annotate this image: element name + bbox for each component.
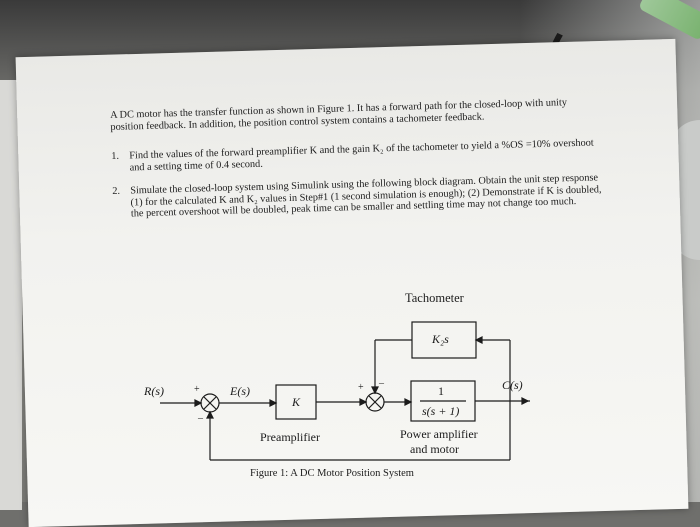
preamp-label: Preamplifier [260, 430, 320, 444]
plant-numerator: 1 [438, 384, 444, 398]
sum2-minus-sign: – [379, 378, 384, 389]
plant-label-line2: and motor [410, 442, 459, 456]
sum2-plus-sign: + [358, 382, 364, 393]
sum1-plus-sign: + [194, 384, 200, 395]
plant-label-line1: Power amplifier [400, 427, 478, 441]
sum1-minus-sign: – [198, 413, 203, 424]
figure-caption: Figure 1: A DC Motor Position System [250, 468, 414, 479]
plant-denominator: s(s + 1) [422, 404, 460, 418]
question-number: 1. [111, 150, 120, 162]
problem-text: A DC motor has the transfer function as … [110, 96, 603, 232]
question-text: Find the values of the forward preamplif… [129, 137, 594, 173]
preamp-block: K [292, 395, 301, 409]
paper-edge [0, 80, 22, 510]
question-1: 1. Find the values of the forward preamp… [111, 137, 601, 174]
tachometer-block: K₂s [432, 332, 449, 346]
error-label: E(s) [230, 384, 250, 398]
question-text: Simulate the closed-loop system using Si… [130, 172, 602, 220]
diagram-lines [160, 321, 530, 461]
output-label: C(s) [502, 378, 523, 392]
tachometer-label: Tachometer [405, 291, 464, 305]
question-number: 2. [112, 185, 121, 197]
question-2: 2. Simulate the closed-loop system using… [112, 172, 603, 220]
block-diagram: Tachometer K₂s R(s) + – E(s) K Preamplif… [130, 285, 530, 485]
input-label: R(s) [144, 384, 164, 398]
